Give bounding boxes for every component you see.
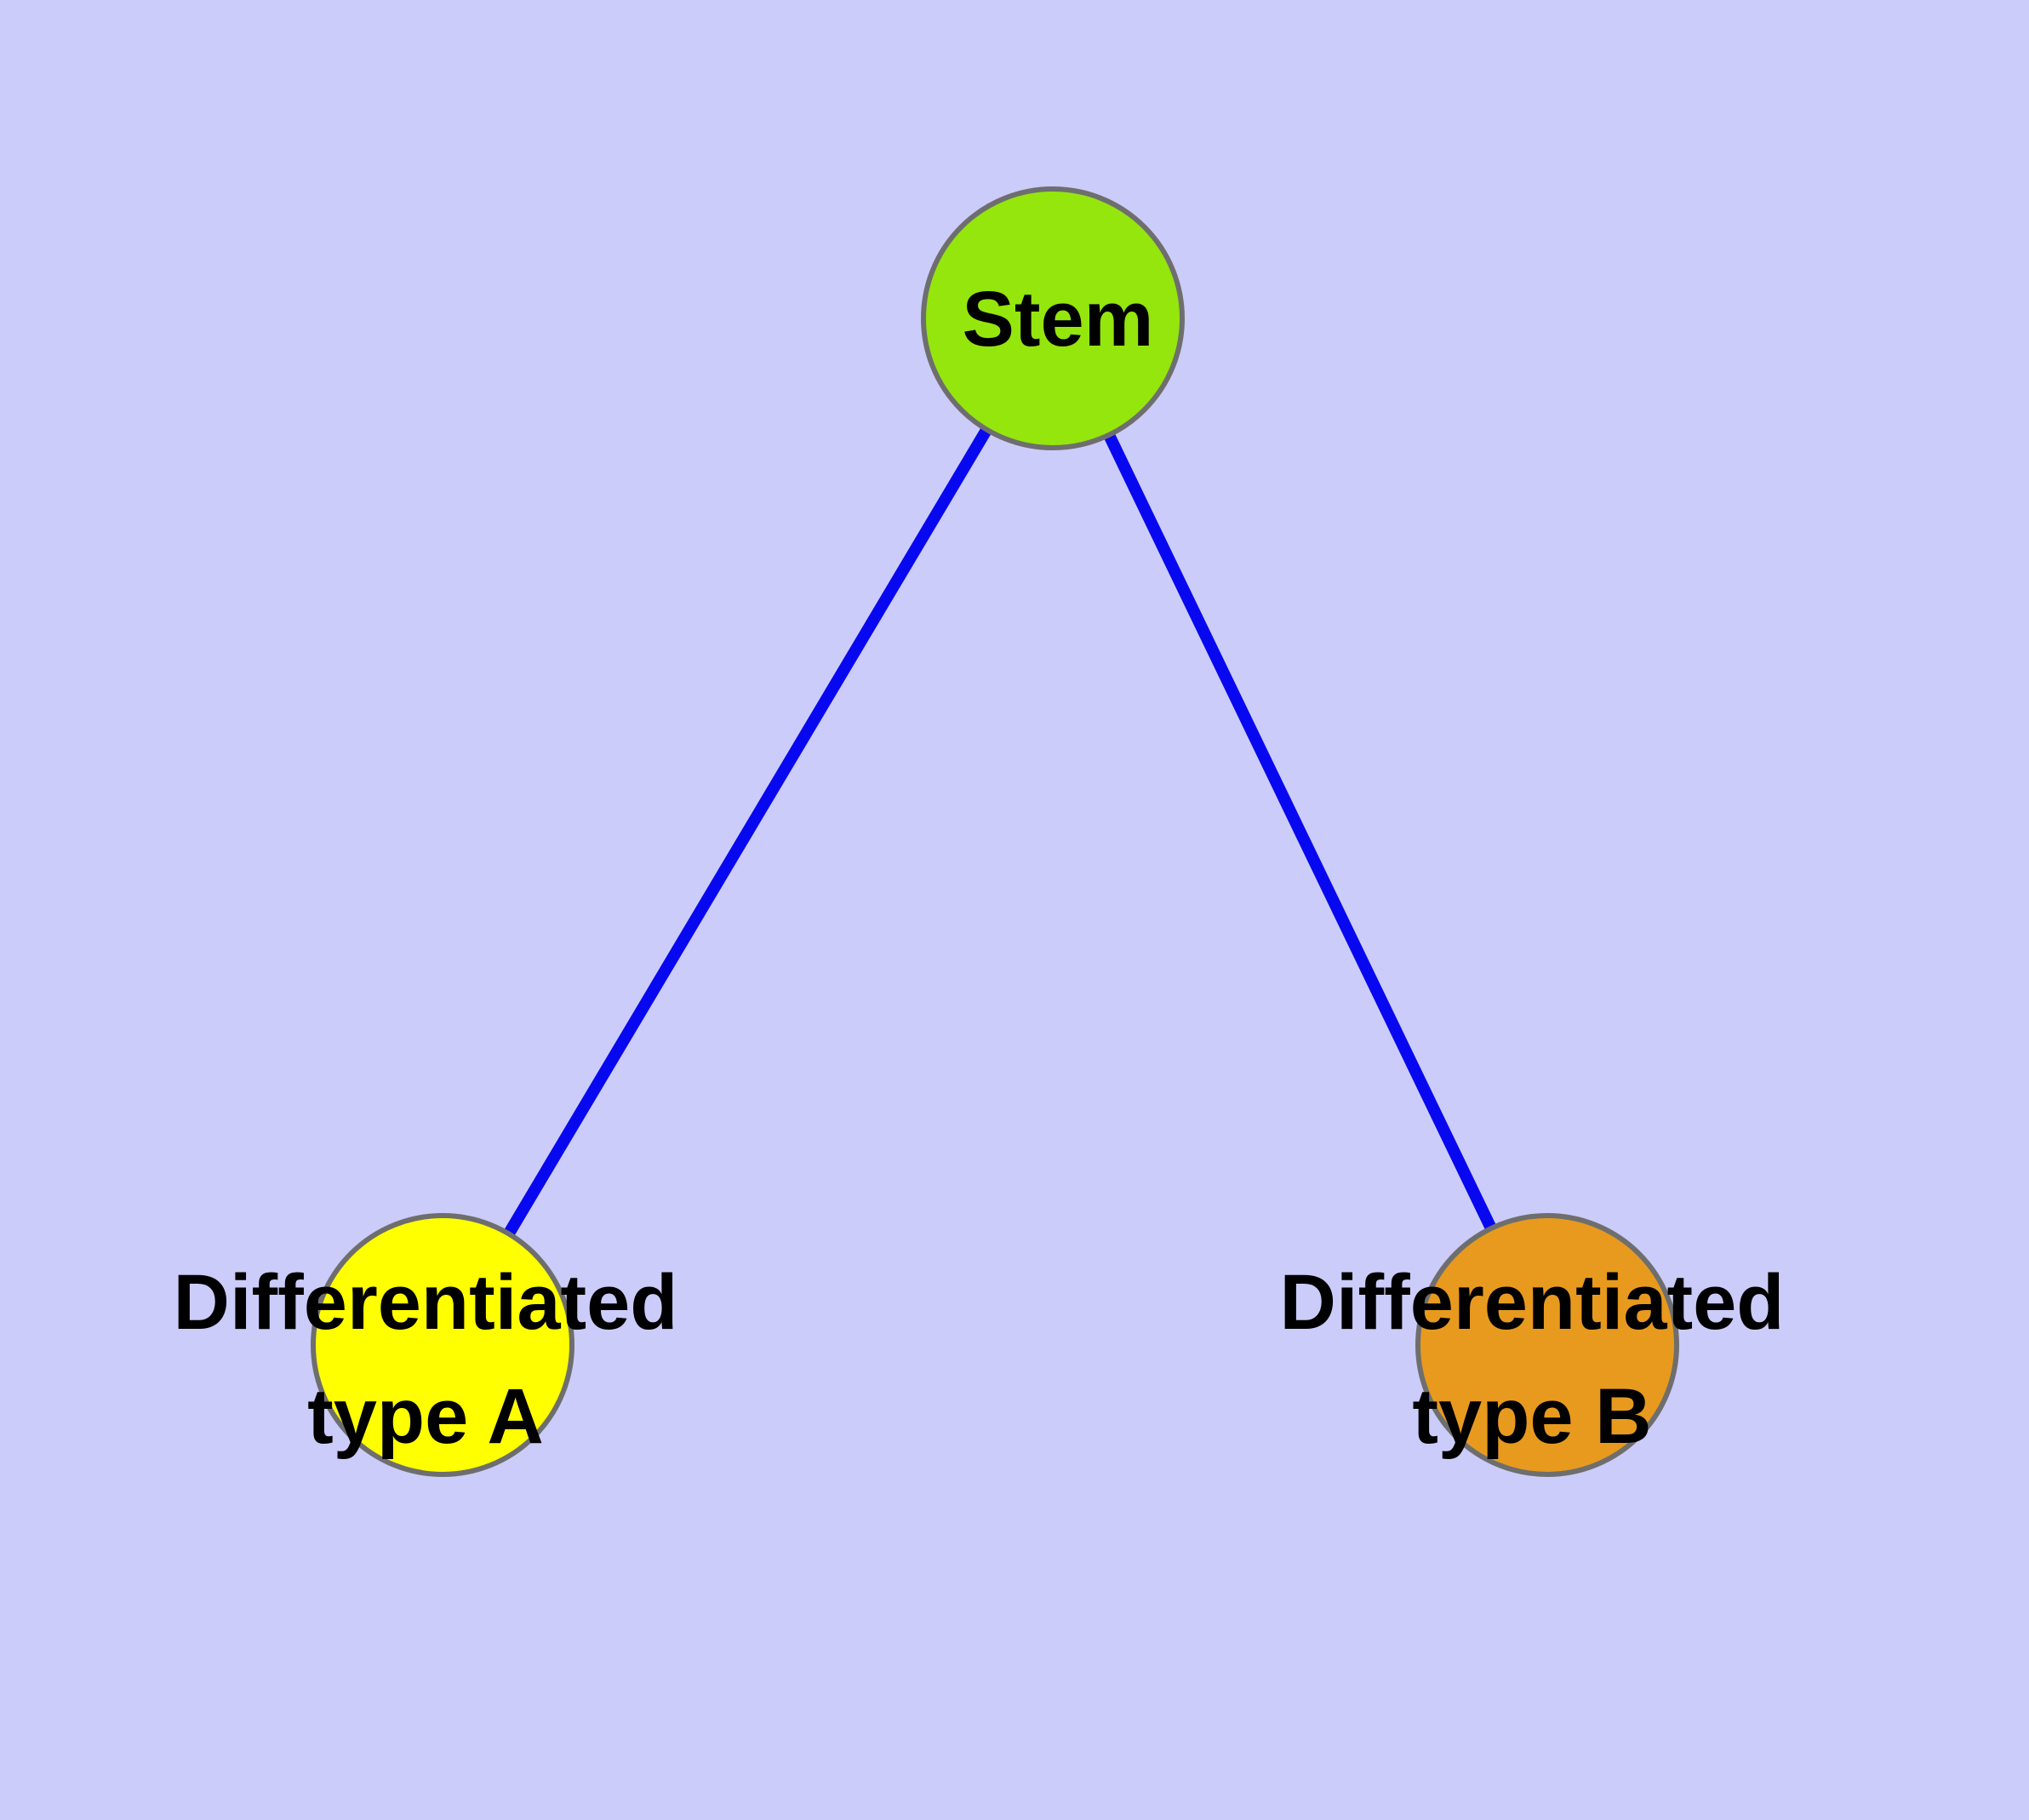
node-differentiated-type-a-label-line2: type A bbox=[307, 1373, 544, 1460]
node-stem: Stem bbox=[921, 186, 1185, 450]
edge-stem-to-type-b bbox=[1047, 312, 1553, 1351]
node-differentiated-type-b-circle bbox=[1415, 1213, 1679, 1477]
node-stem-circle bbox=[921, 186, 1185, 450]
node-differentiated-type-b: Differentiated type B bbox=[1280, 1213, 1785, 1477]
edge-stem-to-type-a bbox=[437, 312, 1059, 1351]
node-stem-label: Stem bbox=[963, 276, 1154, 363]
node-differentiated-type-a-label-line1: Differentiated bbox=[174, 1259, 678, 1346]
node-differentiated-type-b-label-line1: Differentiated bbox=[1280, 1259, 1785, 1346]
node-differentiated-type-a: Differentiated type A bbox=[174, 1213, 678, 1477]
edge-group bbox=[437, 312, 1553, 1351]
node-differentiated-type-b-label-line2: type B bbox=[1412, 1373, 1651, 1460]
node-differentiated-type-a-circle bbox=[311, 1213, 574, 1477]
